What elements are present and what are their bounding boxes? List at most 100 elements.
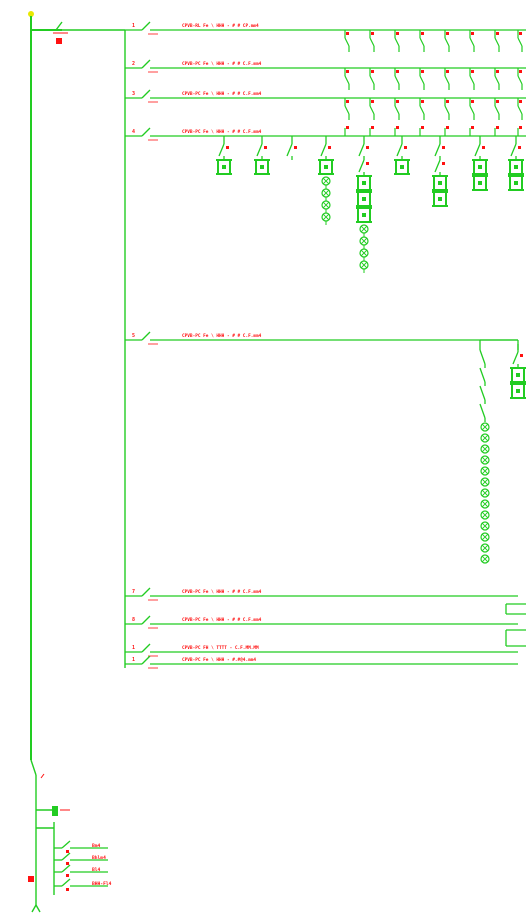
branch-switch [434, 159, 441, 173]
load-drop [344, 68, 350, 90]
feeder-label: Bhlm4 [92, 855, 106, 861]
circuit-number: 1 [132, 657, 135, 663]
branch [216, 136, 232, 175]
fixture-center [516, 389, 520, 393]
branch [479, 339, 526, 647]
branch-switch [474, 143, 481, 157]
branch-switch [512, 351, 519, 365]
circuit-row: 1 CPVB-PC FH \ TTTT - C.F.MM.MM [125, 643, 518, 657]
branch-switch [218, 143, 225, 157]
load-drop [419, 126, 424, 136]
drop-mark [396, 126, 399, 129]
circuit-row: 1 CPVB-RL Fe \ HHH - # # CP.mm4 [125, 21, 526, 35]
bottom-feeder: BHH-Fl4 [54, 878, 112, 891]
load-drop [394, 126, 399, 136]
circuit-cable-label: CPVB-PC FH \ TTTT - C.F.MM.MM [182, 645, 259, 651]
feeder-mark [66, 850, 69, 853]
lamp-symbol [480, 488, 490, 498]
drop-mark [496, 100, 499, 103]
drop-mark [371, 100, 374, 103]
switch-mark [404, 146, 407, 149]
drop-switch [494, 37, 500, 47]
branch-switch [479, 349, 486, 365]
branch-switch [358, 159, 365, 173]
drop-mark [346, 70, 349, 73]
lamp-cross [481, 544, 489, 552]
bottom-feeder: Bl4 [54, 864, 108, 877]
switch-mark [366, 146, 369, 149]
drop-switch [394, 75, 400, 85]
feeder-switch [61, 852, 71, 861]
drop-mark [396, 100, 399, 103]
switch-mark [328, 146, 331, 149]
drop-mark [396, 70, 399, 73]
fixture-center [400, 165, 404, 169]
breaker-switch [141, 615, 151, 625]
drop-mark [519, 70, 522, 73]
drop-mark [371, 32, 374, 35]
switch-mark [442, 162, 445, 165]
branch-switch [320, 143, 327, 157]
lamp-symbol [480, 510, 490, 520]
drop-switch [444, 37, 450, 47]
drop-mark [421, 100, 424, 103]
drop-mark [446, 70, 449, 73]
fixture-center [438, 197, 442, 201]
fixture-center [514, 181, 518, 185]
feeder-label: Bm4 [92, 843, 101, 849]
lamp-symbol [480, 554, 490, 564]
feeder-label: Bl4 [92, 867, 101, 873]
circuit-cable-label: CPVB-PC Fe \ HHH - # # C.F.mm4 [182, 129, 262, 135]
lamp-symbol [480, 444, 490, 454]
feeder-switch [61, 840, 71, 849]
main-switch [53, 21, 125, 44]
circuit-number: 1 [132, 645, 135, 651]
drop-mark [371, 126, 374, 129]
drop-switch [344, 37, 350, 47]
circuit-number: 1 [132, 23, 135, 29]
lamp-cross [481, 511, 489, 519]
breaker-switch [141, 331, 151, 341]
lamp-cross [481, 489, 489, 497]
breaker-switch [141, 655, 151, 665]
load-drop [369, 126, 374, 136]
circuit-cable-label: CPVB-PC Fe \ HHH - # # C.F.mm4 [182, 617, 262, 623]
fixture-center [324, 165, 328, 169]
drop-mark [346, 126, 349, 129]
drop-mark [519, 32, 522, 35]
branch [432, 136, 448, 207]
load-drop [517, 68, 523, 90]
lamp-symbol [480, 477, 490, 487]
drop-switch [469, 75, 475, 85]
lamp-cross [481, 467, 489, 475]
load-drop [494, 30, 500, 52]
lamp-cross [481, 423, 489, 431]
load-drop [344, 98, 350, 120]
load-drop [469, 98, 475, 120]
breaker-switch [141, 89, 151, 99]
switch-mark [518, 146, 521, 149]
drop-mark [496, 126, 499, 129]
circuit-cable-label: CPVB-RL Fe \ HHH - # # CP.mm4 [182, 23, 259, 29]
circuit-number: 3 [132, 91, 135, 97]
breaker-switch [141, 21, 151, 31]
lamp-symbol [480, 433, 490, 443]
drop-mark [421, 70, 424, 73]
load-drop [394, 98, 400, 120]
drop-mark [471, 126, 474, 129]
feeder-label: BHH-Fl4 [92, 881, 112, 887]
drop-switch [444, 105, 450, 115]
breaker-switch [141, 643, 151, 653]
lamp-cross [481, 522, 489, 530]
branch [472, 136, 488, 191]
lamp-cross [481, 533, 489, 541]
switch-mark [366, 162, 369, 165]
fixture-center [362, 181, 366, 185]
drop-switch [344, 105, 350, 115]
